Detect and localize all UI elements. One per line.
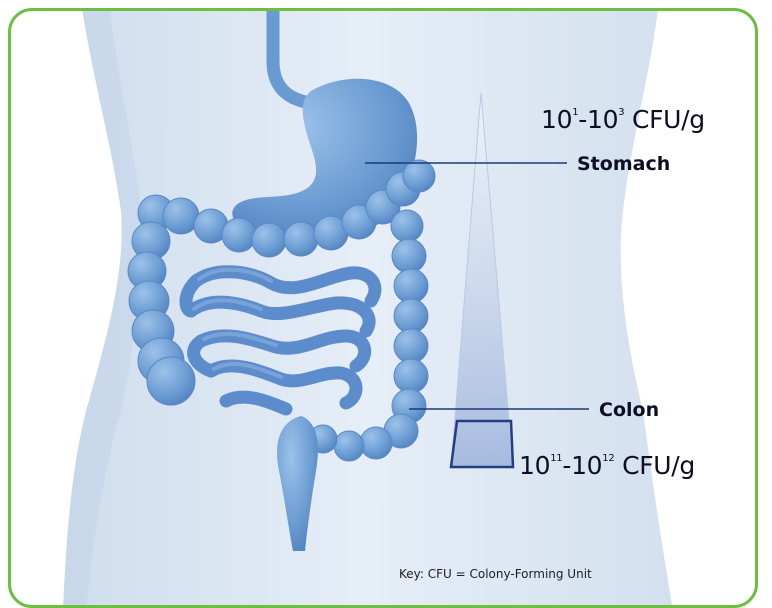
figure-frame: 101-103 CFU/g Stomach Colon 1011-1012 CF… <box>8 8 758 608</box>
stomach-cfu-label: 101-103 CFU/g <box>541 105 705 134</box>
key-caption: Key: CFU = Colony-Forming Unit <box>399 567 592 581</box>
colon-cfu-label: 1011-1012 CFU/g <box>519 451 695 480</box>
digestive-tract-illustration <box>11 11 758 608</box>
stomach-label: Stomach <box>577 153 670 175</box>
colon-label: Colon <box>599 399 659 421</box>
